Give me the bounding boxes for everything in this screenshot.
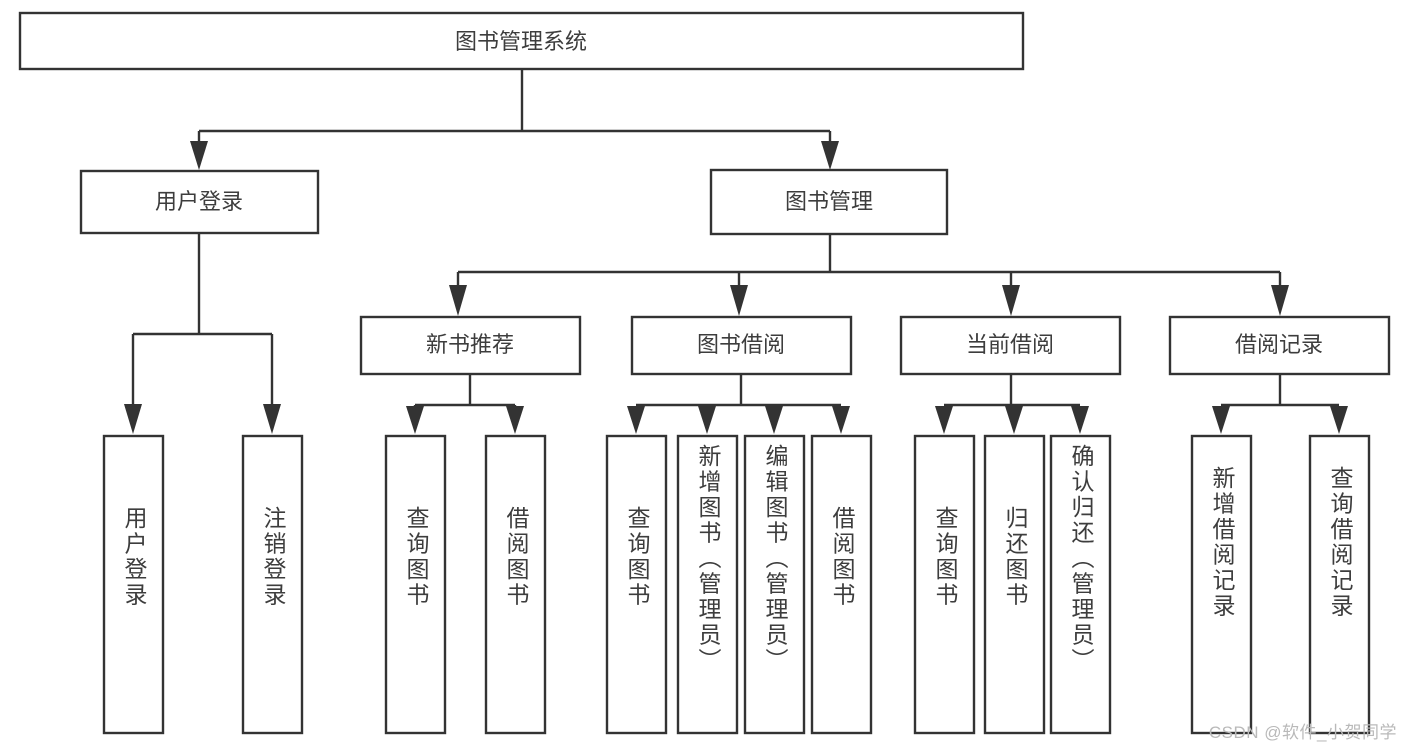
node-leaf-confirm-return[interactable] (1049, 434, 1112, 735)
node-current-borrow[interactable] (899, 315, 1122, 376)
node-book-borrow[interactable] (630, 315, 853, 376)
node-new-book-rec-label: 新书推荐 (426, 332, 514, 357)
node-leaf-borrow-book-2[interactable] (810, 434, 873, 735)
arrowhead-leaf-user-login (124, 404, 142, 434)
node-borrow-record-label: 借阅记录 (1235, 332, 1323, 357)
node-current-borrow-label: 当前借阅 (966, 332, 1054, 357)
arrowhead-leaf-borrow-book-2 (832, 406, 850, 434)
node-book-borrow-label: 图书借阅 (697, 332, 785, 357)
arrowhead-new-book-rec (449, 285, 467, 316)
arrowhead-borrow-record (1271, 285, 1289, 316)
node-book-mgmt[interactable] (709, 168, 949, 236)
csdn-watermark: CSDN @软件_小贺同学 (1208, 723, 1397, 742)
node-root[interactable] (18, 11, 1025, 71)
node-user-login-label: 用户登录 (155, 189, 243, 214)
arrowhead-leaf-query-book-1 (406, 406, 424, 434)
node-borrow-record[interactable] (1168, 315, 1391, 376)
node-leaf-query-book-2[interactable] (605, 434, 668, 735)
node-leaf-query-book-3[interactable] (913, 434, 976, 735)
arrowhead-leaf-add-book (698, 406, 716, 434)
arrowhead-leaf-confirm-return (1071, 406, 1089, 434)
arrowhead-leaf-return-book (1005, 406, 1023, 434)
node-leaf-add-record[interactable] (1190, 434, 1253, 735)
arrowhead-current-borrow (1002, 285, 1020, 316)
node-root-label: 图书管理系统 (455, 29, 587, 54)
node-leaf-add-book[interactable] (676, 434, 739, 735)
node-layer: 图书管理系统 用户登录 图书管理 新书推荐 图书借阅 当前借阅 借阅记录 (18, 11, 1391, 735)
connector-layer (124, 69, 1348, 434)
arrowhead-leaf-user-logout (263, 404, 281, 434)
arrowhead-book-borrow (730, 285, 748, 316)
arrowhead-book-mgmt (821, 141, 839, 170)
arrowhead-leaf-query-book-2 (627, 406, 645, 434)
arrowhead-leaf-add-record (1212, 406, 1230, 434)
node-user-login[interactable] (79, 169, 320, 235)
node-leaf-edit-book[interactable] (743, 434, 806, 735)
arrowhead-leaf-query-book-3 (935, 406, 953, 434)
node-leaf-query-book-1[interactable] (384, 434, 447, 735)
node-leaf-return-book[interactable] (983, 434, 1046, 735)
arrowhead-leaf-query-record (1330, 406, 1348, 434)
node-leaf-borrow-book-1[interactable] (484, 434, 547, 735)
arrowhead-user-login (190, 141, 208, 170)
arrowhead-leaf-edit-book (765, 406, 783, 434)
node-leaf-user-login[interactable] (102, 434, 165, 735)
node-leaf-user-logout[interactable] (241, 434, 304, 735)
node-new-book-rec[interactable] (359, 315, 582, 376)
arrowhead-leaf-borrow-book-1 (506, 406, 524, 434)
node-book-mgmt-label: 图书管理 (785, 189, 873, 214)
node-leaf-query-record[interactable] (1308, 434, 1371, 735)
